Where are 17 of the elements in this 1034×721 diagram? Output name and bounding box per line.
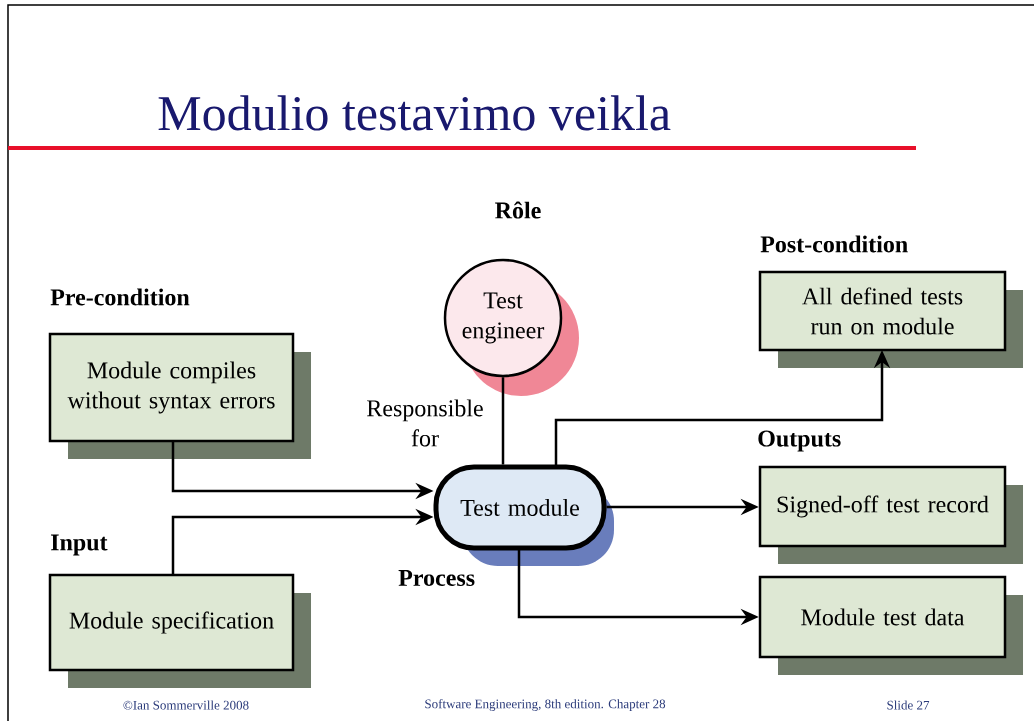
heading: Post-condition: [760, 235, 908, 253]
heading: Pre-condition: [50, 288, 190, 306]
heading: Outputs: [758, 430, 841, 452]
process-capsule: Test module: [433, 464, 614, 566]
process-box: Signed-off test record: [758, 465, 1023, 564]
edge-label: Responsible for: [367, 399, 483, 447]
node-label: Process: [398, 570, 475, 586]
footer-text: ©Ian Sommerville 2008: [123, 700, 249, 710]
process-box: Module compiles without syntax errors: [48, 332, 311, 459]
process-box: All defined tests run on module: [758, 270, 1023, 368]
footer-text: Slide 27: [887, 700, 930, 710]
process-box: Module specification: [48, 573, 311, 688]
title: Modulio testavimo veikla: [158, 95, 671, 131]
process-box: Module test data: [758, 575, 1023, 675]
heading: Input: [51, 534, 108, 556]
heading: Rôle: [495, 201, 541, 219]
footer-text: Software Engineering, 8th edition. Chapter 28: [425, 699, 666, 711]
